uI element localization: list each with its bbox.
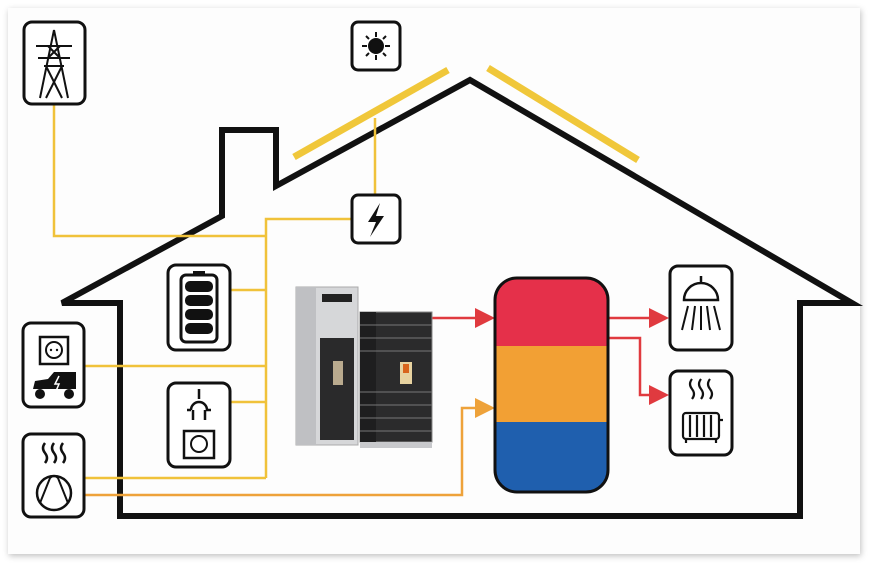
heat-pump-flow-line — [84, 398, 495, 497]
house-outline — [60, 76, 864, 519]
power-grid-box — [22, 20, 87, 106]
power-grid-tower-icon — [36, 29, 72, 99]
pellet-boiler-right — [359, 311, 433, 448]
tank-layer-cold — [495, 422, 608, 492]
pellet-boiler-left — [295, 286, 359, 446]
solar-panel-right — [486, 65, 640, 163]
tank-layer-warm — [495, 346, 608, 422]
electric-wiring — [52, 104, 377, 480]
inverter-lightning-icon — [368, 203, 384, 237]
tank-to-radiator-arrow — [608, 336, 669, 405]
solar-panel-left — [292, 66, 450, 161]
ev-charger-icon — [33, 335, 76, 399]
battery-box — [166, 263, 232, 352]
battery-icon — [179, 271, 219, 344]
power-plug-socket-icon — [182, 389, 216, 460]
heat-pump-icon — [35, 442, 73, 512]
radiator-icon — [681, 378, 723, 443]
shower-icon — [681, 276, 721, 331]
sun-icon — [362, 32, 390, 60]
hot-water-tank — [493, 276, 610, 494]
tank-layer-hot — [495, 278, 608, 346]
